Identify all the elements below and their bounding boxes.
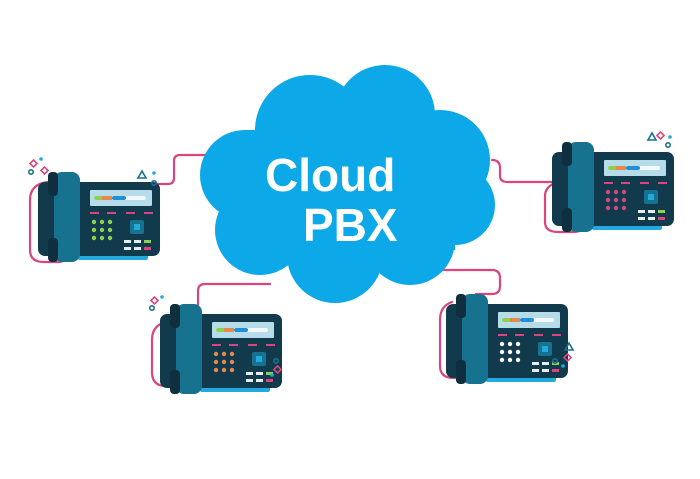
cloud-title-line1: Cloud (265, 149, 396, 201)
cable-phone-1 (148, 153, 212, 186)
phone-3 (160, 304, 282, 394)
decor-confetti (27, 130, 672, 377)
phone-2 (552, 142, 674, 232)
cloud-shape (200, 65, 495, 303)
cable-phone-3 (196, 282, 272, 312)
cables (28, 153, 586, 388)
phone-4 (446, 294, 568, 384)
cloud-title-line2: PBX (303, 199, 398, 251)
phone-1 (38, 172, 160, 262)
cable-phone-4 (418, 268, 502, 296)
cable-phone-2 (490, 158, 560, 184)
